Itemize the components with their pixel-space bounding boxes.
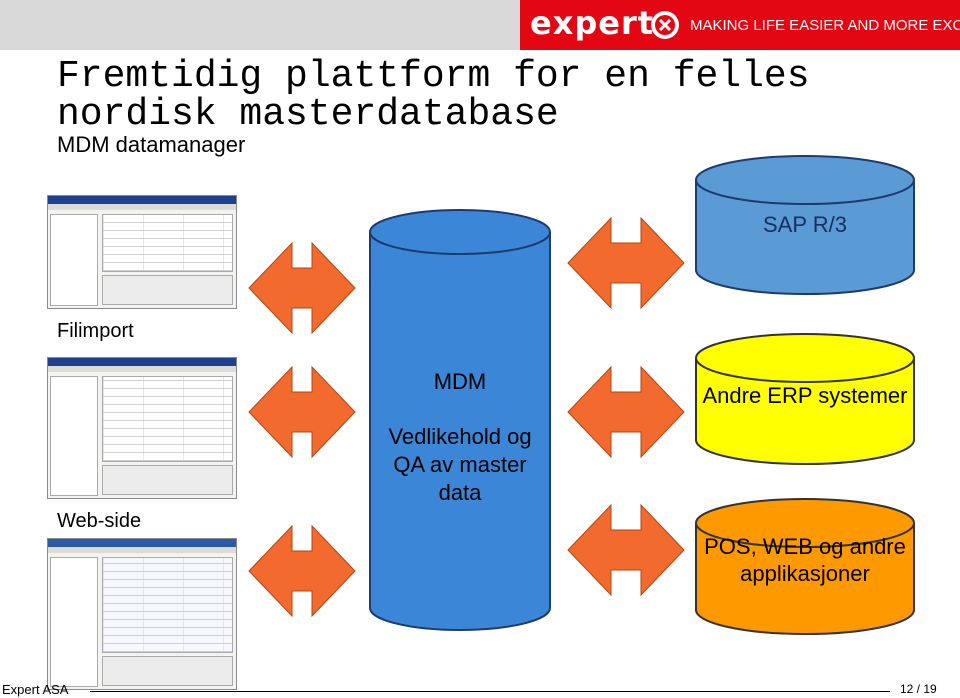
arrow-mdm-erp [567,365,685,459]
brand-band [520,0,960,50]
mdm-cylinder [369,209,551,631]
header-bar: expert MAKING LIFE EASIER AND MORE EXCIT… [0,0,960,50]
arrow-datamanager-mdm [248,241,356,335]
mdm-label: MDM [433,369,487,394]
expert-logo: expert [530,4,655,42]
arrow-filimport-mdm [248,365,356,459]
sap-label: SAP R/3 [763,212,847,237]
arrow-mdm-pos [567,503,685,597]
sap-cylinder [695,155,915,295]
webside-screenshot [47,538,237,690]
header-tagline: MAKING LIFE EASIER AND MORE EXCITING [690,17,960,34]
footer-divider [90,691,890,692]
pos-cylinder [695,498,915,635]
filimport-screenshot [47,357,237,499]
erp-label: Andre ERP systemer [702,383,908,408]
expert-emblem-icon [651,11,679,39]
webside-caption: Web-side [57,510,142,532]
footer-company: Expert ASA [2,682,69,697]
erp-cylinder [695,333,915,465]
arrow-mdm-sap [567,216,685,310]
page-number: 12 / 19 [900,682,937,696]
mdm-description: Vedlikehold og QA av master data [388,424,532,505]
datamanager-screenshot [47,195,237,309]
slide-subtitle: MDM datamanager [57,132,246,157]
slide-title: Fremtidig plattform for en felles nordis… [57,55,810,136]
arrow-webside-mdm [248,524,356,618]
pos-label: POS, WEB og andre applikasjoner [704,534,906,586]
filimport-caption: Filimport [57,320,134,342]
